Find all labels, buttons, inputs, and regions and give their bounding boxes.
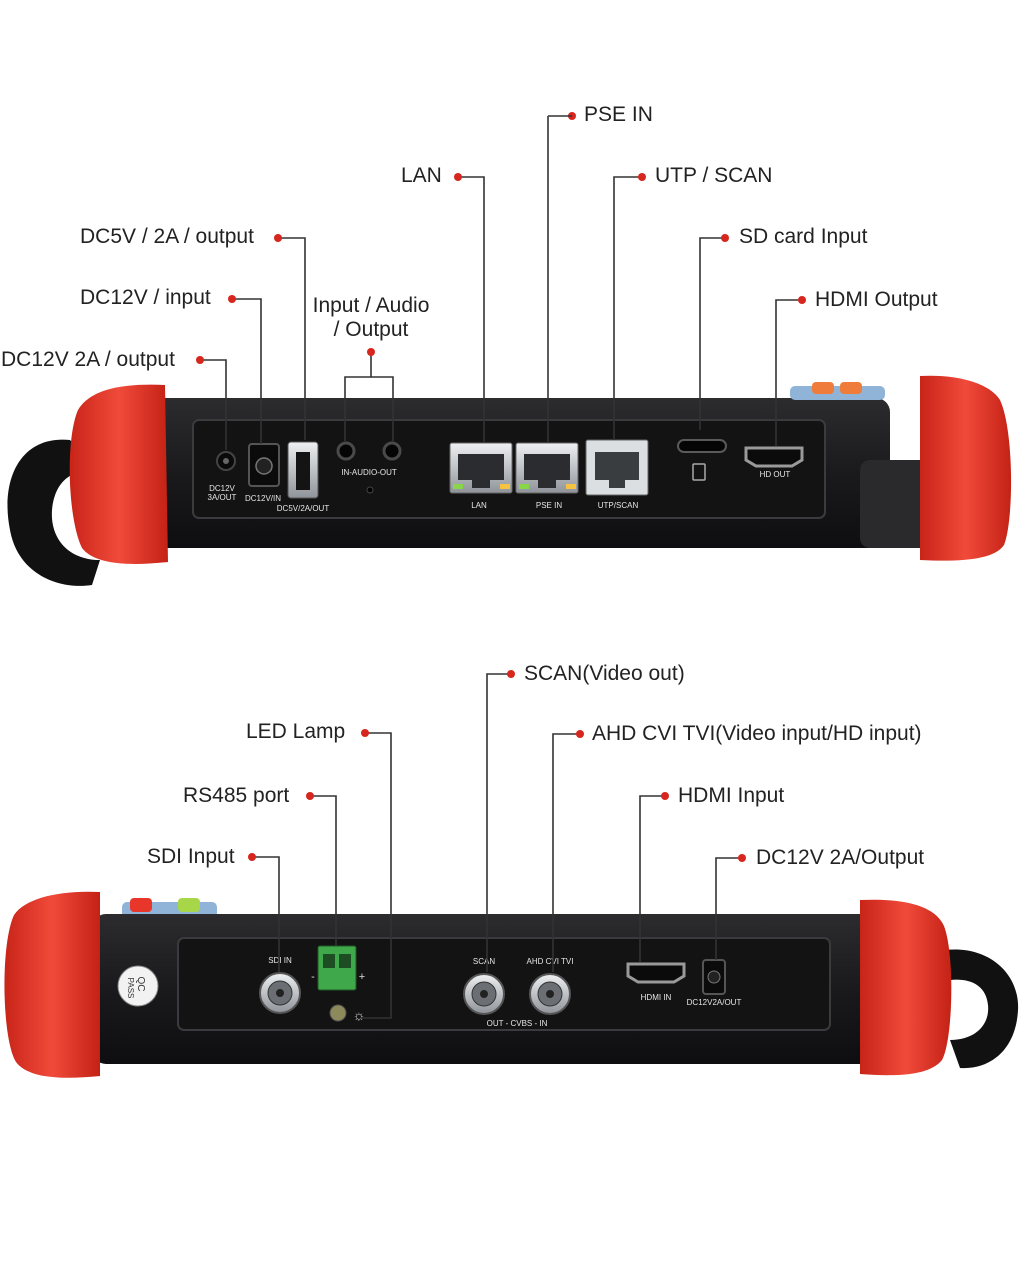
- qc-line1: QC: [135, 977, 146, 992]
- callout-pse-in: PSE IN: [584, 103, 653, 126]
- bumper-top-right: [920, 375, 1012, 561]
- sd-card-slot: [677, 439, 727, 453]
- hdmi-in-port: [626, 962, 686, 984]
- callout-sdi-input: SDI Input: [147, 845, 235, 868]
- audio-in-jack: [336, 441, 356, 461]
- top-device: DC12V 3A/OUT DC12V/IN DC5V/2A/OUT IN-AUD…: [7, 112, 1012, 586]
- callout-dc5v-out: DC5V / 2A / output: [80, 225, 254, 248]
- callout-sd-card: SD card Input: [739, 225, 868, 248]
- callout-ahd: AHD CVI TVI(Video input/HD input): [592, 722, 922, 745]
- mic-hole: [366, 486, 374, 494]
- top-callout-lines: [200, 116, 802, 450]
- sd-card-icon: [692, 463, 706, 481]
- callout-audio-line2: / Output: [333, 318, 409, 341]
- callout-dc12v-2a-output: DC12V 2A/Output: [756, 846, 925, 869]
- silk-pse: PSE IN: [536, 501, 562, 510]
- bottom-device: QC PASS - + ☼ SDI IN SCAN AHD CVI: [4, 670, 1019, 1078]
- silk-ahd: AHD CVI TVI: [527, 957, 574, 966]
- silk-minus: -: [311, 971, 315, 983]
- bumper-top-left: [69, 384, 168, 564]
- callout-audio-line1: Input / Audio: [312, 294, 430, 317]
- callout-dc12v-out: DC12V 2A / output: [1, 348, 175, 371]
- callout-utp-scan: UTP / SCAN: [655, 164, 773, 187]
- callout-rs485: RS485 port: [183, 784, 290, 807]
- strap-right: [945, 949, 1019, 1069]
- bulb-icon: ☼: [353, 1007, 366, 1023]
- callout-scan-video-out: SCAN(Video out): [524, 662, 685, 685]
- bumper-bottom-left: [4, 891, 100, 1078]
- silk-sdi: SDI IN: [268, 956, 292, 965]
- silk-utp: UTP/SCAN: [598, 501, 639, 510]
- silk-plus: +: [359, 971, 365, 983]
- callout-dc12v-in: DC12V / input: [80, 286, 211, 309]
- silk-cvbs: OUT - CVBS - IN: [487, 1019, 548, 1028]
- silk-dc5v: DC5V/2A/OUT: [277, 504, 330, 513]
- top-buttons: [790, 386, 885, 400]
- qc-pass-sticker: [117, 965, 159, 1007]
- silk-dc12v-line2: 3A/OUT: [208, 493, 237, 502]
- silk-dc12v: DC12V2A/OUT: [687, 998, 742, 1007]
- silk-dc12v-in: DC12V/IN: [245, 494, 281, 503]
- bottom-callout-lines: [252, 673, 742, 1019]
- callout-lan: LAN: [401, 164, 442, 187]
- silk-lan: LAN: [471, 501, 487, 510]
- silk-dc12v-line1: DC12V: [209, 484, 235, 493]
- bottom-callout-dots: [248, 670, 746, 862]
- bumper-bottom-right: [860, 899, 952, 1076]
- silk-hdmi-in: HDMI IN: [641, 993, 672, 1002]
- silk-hd-out: HD OUT: [760, 470, 791, 479]
- callout-hdmi-input: HDMI Input: [678, 784, 785, 807]
- strap-left: [7, 439, 100, 586]
- silk-scan: SCAN: [473, 957, 495, 966]
- callout-hdmi-output: HDMI Output: [815, 288, 938, 311]
- audio-out-jack: [382, 441, 402, 461]
- qc-line2: PASS: [126, 978, 135, 999]
- led-lamp: [329, 1004, 347, 1022]
- top-callout-dots: [196, 112, 806, 364]
- callout-led-lamp: LED Lamp: [246, 720, 346, 743]
- hdmi-out-port: [744, 446, 804, 468]
- silk-audio: IN-AUDIO-OUT: [341, 468, 397, 477]
